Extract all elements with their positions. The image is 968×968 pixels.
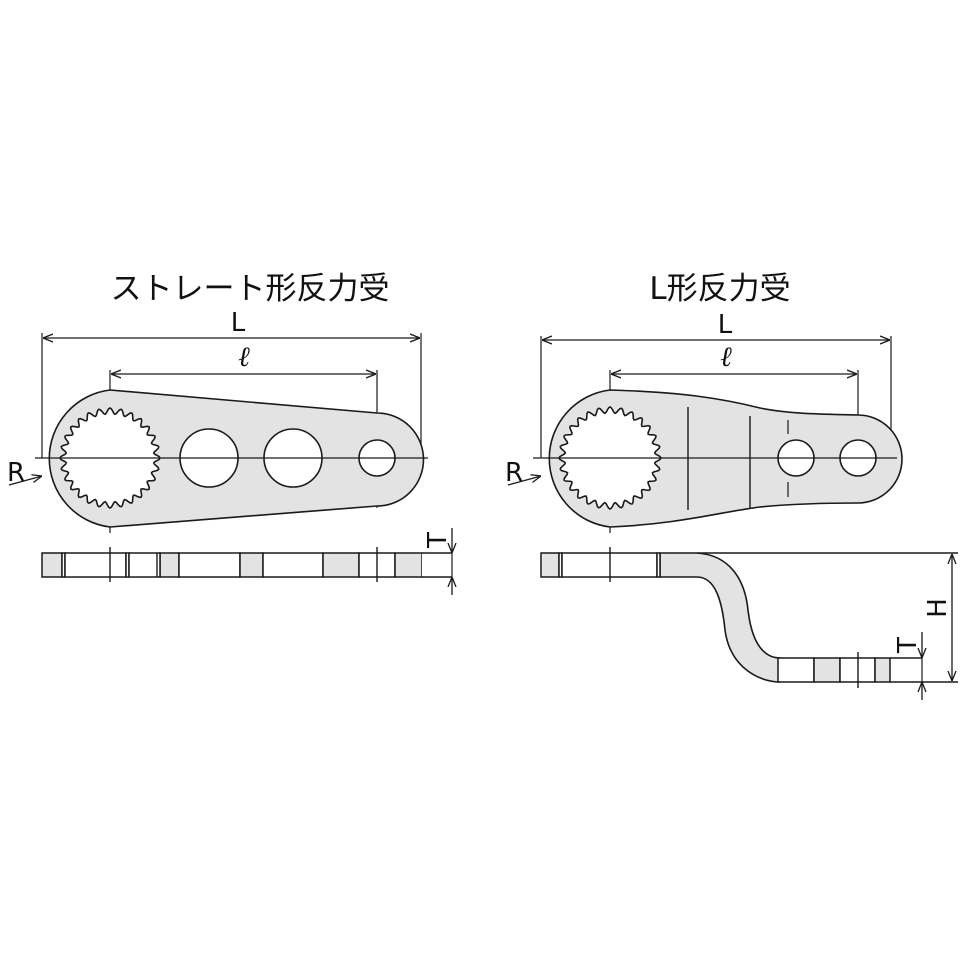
straight-dim-L: L (41, 308, 422, 458)
straight-side-view (41, 547, 452, 582)
l-label-l: ℓ (720, 340, 732, 373)
straight-label-L: L (231, 308, 246, 338)
l-dim-L: L (540, 310, 892, 458)
straight-label-R: R (7, 458, 25, 488)
l-type-title: L形反力受 (649, 271, 790, 307)
straight-type-title: ストレート形反力受 (111, 271, 390, 307)
l-dim-T: T (893, 632, 923, 700)
straight-dim-R: R (7, 458, 42, 488)
l-dim-H: H (923, 554, 953, 681)
l-label-H: H (923, 598, 953, 618)
l-side-view (540, 547, 958, 688)
straight-label-l: ℓ (238, 340, 250, 373)
straight-label-T: T (423, 532, 453, 549)
straight-type-drawing: ストレート形反力受 L ℓ R (7, 271, 453, 595)
l-type-drawing: L形反力受 L ℓ R (505, 271, 958, 700)
l-label-T: T (893, 637, 923, 654)
straight-dim-T: T (423, 528, 453, 595)
l-label-L: L (718, 310, 733, 340)
l-dim-R: R (505, 458, 541, 488)
l-label-R: R (505, 458, 523, 488)
